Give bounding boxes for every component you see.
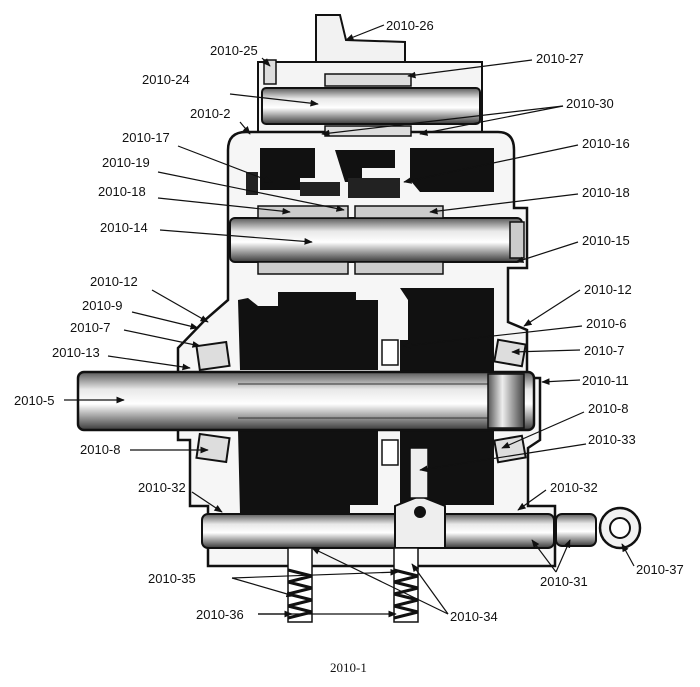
lower-gear-cavity-bottom — [238, 428, 494, 514]
callout-2010-19: 2010-19 — [102, 155, 150, 170]
callout-2010-7-left: 2010-7 — [70, 320, 110, 335]
upper-cavity-lower — [246, 172, 400, 198]
synchro-hub-lower — [381, 439, 399, 466]
callout-2010-18-right: 2010-18 — [582, 185, 630, 200]
mainshaft — [76, 338, 536, 464]
callout-2010-11: 2010-11 — [582, 373, 629, 388]
detent-springs — [287, 547, 419, 623]
callout-2010-8-left: 2010-8 — [80, 442, 120, 457]
callout-2010-14: 2010-14 — [100, 220, 148, 235]
countershaft — [229, 205, 525, 275]
callout-2010-13: 2010-13 — [52, 345, 100, 360]
callout-2010-32-right: 2010-32 — [550, 480, 598, 495]
callout-2010-6: 2010-6 — [586, 316, 626, 331]
shift-rail — [201, 447, 642, 550]
callout-2010-34: 2010-34 — [450, 609, 498, 624]
callout-2010-36: 2010-36 — [196, 607, 244, 622]
callout-2010-2: 2010-2 — [190, 106, 230, 121]
callout-2010-18-left: 2010-18 — [98, 184, 146, 199]
leader-lines — [64, 24, 635, 618]
callout-2010-26: 2010-26 — [386, 18, 434, 33]
callout-2010-24: 2010-24 — [142, 72, 190, 87]
callout-2010-27: 2010-27 — [536, 51, 584, 66]
callout-2010-7-right: 2010-7 — [584, 343, 624, 358]
callout-2010-33: 2010-33 — [588, 432, 636, 447]
lower-gear-cavity-right — [400, 288, 494, 372]
upper-shaft — [261, 73, 481, 137]
figure-caption: 2010-1 — [330, 660, 367, 675]
callout-2010-37: 2010-37 — [636, 562, 684, 577]
upper-gear-cavity — [246, 148, 494, 192]
callout-2010-15: 2010-15 — [582, 233, 630, 248]
callout-2010-31: 2010-31 — [540, 574, 588, 589]
callout-2010-16: 2010-16 — [582, 136, 630, 151]
callout-2010-12-left: 2010-12 — [90, 274, 138, 289]
callout-2010-32-left: 2010-32 — [138, 480, 186, 495]
callout-2010-5: 2010-5 — [14, 393, 54, 408]
callout-2010-8-right: 2010-8 — [588, 401, 628, 416]
synchro-hub — [381, 339, 399, 366]
top-screw — [263, 59, 277, 85]
callout-2010-35: 2010-35 — [148, 571, 196, 586]
callout-2010-30: 2010-30 — [566, 96, 614, 111]
callout-labels: 2010-26 2010-25 2010-27 2010-24 2010-2 2… — [14, 18, 684, 624]
callout-2010-12-right: 2010-12 — [584, 282, 632, 297]
lower-gear-cavity — [238, 292, 378, 370]
callout-2010-9: 2010-9 — [82, 298, 122, 313]
callout-2010-17: 2010-17 — [122, 130, 170, 145]
callout-2010-25: 2010-25 — [210, 43, 258, 58]
